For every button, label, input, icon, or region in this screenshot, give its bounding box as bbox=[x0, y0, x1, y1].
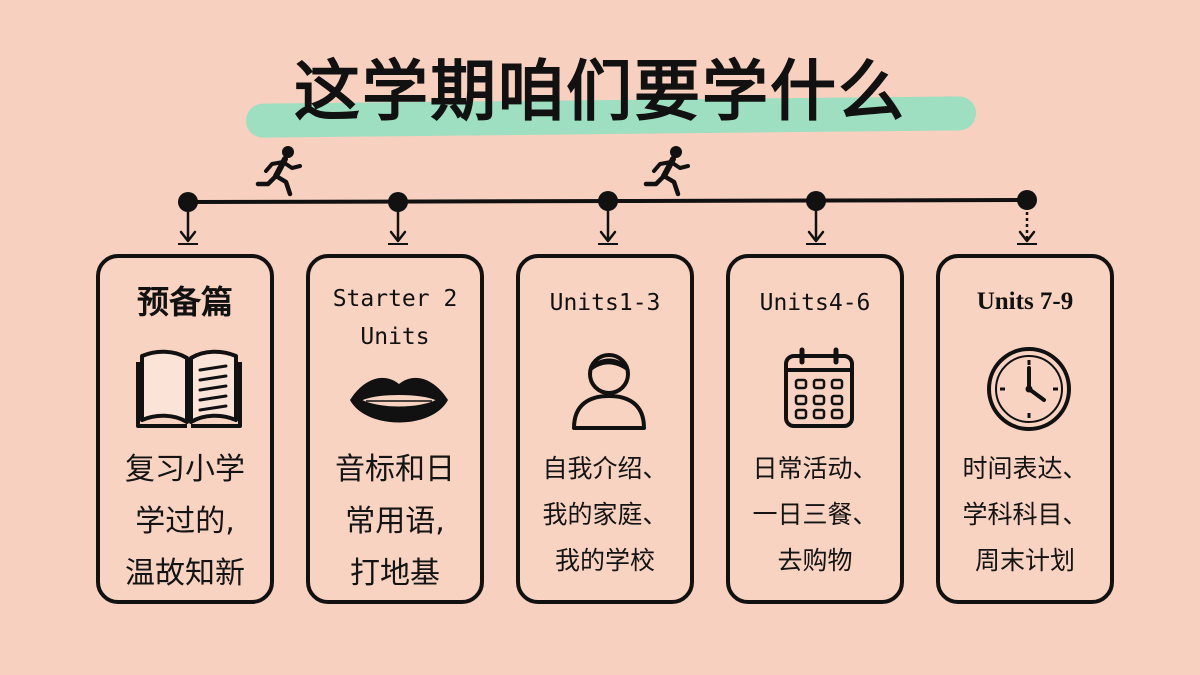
card-body: 音标和日 常用语, 打地基 bbox=[316, 444, 474, 600]
card-body-line: 打地基 bbox=[350, 556, 440, 591]
card-title-line: Units bbox=[360, 324, 430, 350]
card-body: 日常活动、 一日三餐、 去购物 bbox=[736, 446, 894, 584]
card-body-line: 我的家庭、 bbox=[542, 500, 668, 529]
card-title: 预备篇 bbox=[100, 282, 270, 322]
timeline-line bbox=[184, 198, 1032, 204]
person-icon bbox=[572, 353, 646, 430]
running-person-icon bbox=[643, 146, 690, 197]
clock-icon bbox=[987, 347, 1071, 431]
card-units-7-9: Units 7-9 时间表达、 学科科目、 周末计划 bbox=[936, 254, 1114, 604]
card-title-line: Starter 2 bbox=[332, 286, 458, 312]
card-body: 自我介绍、 我的家庭、 我的学校 bbox=[526, 446, 684, 584]
card-title-line: Units 7-9 bbox=[976, 288, 1074, 315]
card-body-line: 温故知新 bbox=[125, 556, 245, 591]
card-title-line: 预备篇 bbox=[136, 283, 233, 321]
card-units-4-6: Units4-6 日常活动、 一日三餐、 去购物 bbox=[726, 254, 904, 604]
card-body-line: 一日三餐、 bbox=[752, 500, 878, 529]
card-body-line: 音标和日 bbox=[335, 452, 455, 487]
page-title: 这学期咱们要学什么 bbox=[294, 53, 906, 130]
timeline-node-5 bbox=[1017, 190, 1037, 245]
card-body-line: 复习小学 bbox=[125, 452, 245, 487]
card-units-1-3: Units1-3 自我介绍、 我的家庭、 我的学校 bbox=[516, 254, 694, 604]
timeline-node-4 bbox=[806, 191, 826, 245]
card-title: Units1-3 bbox=[520, 284, 690, 322]
timeline-node-3 bbox=[598, 191, 618, 245]
card-body: 复习小学 学过的, 温故知新 bbox=[106, 444, 264, 600]
card-starter-2-units: Starter 2 Units 音标和日 常用语, 打地基 bbox=[306, 254, 484, 604]
card-body-line: 自我介绍、 bbox=[542, 454, 668, 483]
card-preparatory: 预备篇 复习小学 学过的, 温故知新 bbox=[96, 254, 274, 604]
lips-icon bbox=[350, 377, 448, 423]
card-title: Units 7-9 bbox=[940, 282, 1110, 322]
card-body: 时间表达、 学科科目、 周末计划 bbox=[946, 446, 1104, 584]
card-body-line: 日常活动、 bbox=[752, 454, 878, 483]
card-body-line: 时间表达、 bbox=[962, 454, 1088, 483]
card-title: Units4-6 bbox=[730, 284, 900, 322]
card-body-line: 学科科目、 bbox=[962, 500, 1088, 529]
calendar-icon bbox=[784, 347, 854, 428]
timeline-node-1 bbox=[178, 192, 198, 245]
open-book-icon bbox=[136, 349, 242, 428]
card-body-line: 学过的, bbox=[135, 504, 235, 539]
card-title: Starter 2 Units bbox=[310, 280, 480, 356]
card-body-line: 周末计划 bbox=[974, 546, 1075, 575]
timeline-node-2 bbox=[388, 192, 408, 245]
card-body-line: 去购物 bbox=[777, 546, 853, 575]
running-person-icon bbox=[255, 146, 302, 197]
card-body-line: 我的学校 bbox=[554, 546, 655, 575]
card-body-line: 常用语, bbox=[345, 504, 445, 539]
card-title-line: Units4-6 bbox=[759, 290, 871, 316]
card-title-line: Units1-3 bbox=[549, 290, 661, 316]
